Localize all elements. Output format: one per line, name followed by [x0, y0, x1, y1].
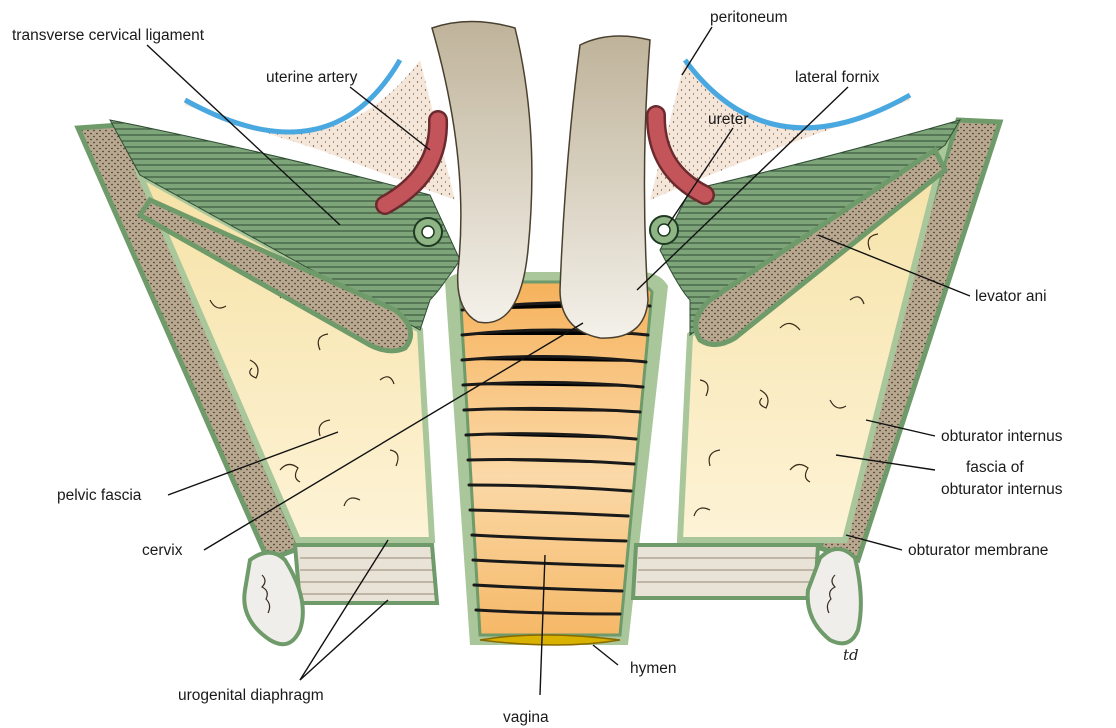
right-urogenital-diaphragm	[633, 545, 818, 598]
left-pubic-bone	[244, 553, 303, 645]
cervix-right-lip	[560, 36, 650, 338]
label-lateral-fornix: lateral fornix	[795, 69, 880, 86]
label-transverse-cervical-ligament: transverse cervical ligament	[12, 27, 205, 44]
label-hymen: hymen	[630, 660, 677, 677]
label-urogenital-diaphragm: urogenital diaphragm	[178, 687, 324, 704]
artist-signature: td	[843, 646, 859, 664]
label-peritoneum: peritoneum	[710, 9, 788, 26]
label-uterine-artery: uterine artery	[266, 69, 358, 86]
label-fascia-obturator-internus: obturator internus	[941, 481, 1063, 498]
label-cervix: cervix	[142, 542, 183, 559]
label-obturator-membrane: obturator membrane	[908, 542, 1048, 559]
label-levator-ani: levator ani	[975, 288, 1047, 305]
label-obturator-internus: obturator internus	[941, 428, 1063, 445]
right-ureter	[650, 216, 678, 244]
label-vagina: vagina	[503, 709, 549, 726]
label-pelvic-fascia: pelvic fascia	[57, 487, 142, 504]
label-ureter: ureter	[708, 111, 749, 128]
label-fascia-of: fascia of	[966, 459, 1024, 476]
left-ureter	[414, 218, 442, 246]
